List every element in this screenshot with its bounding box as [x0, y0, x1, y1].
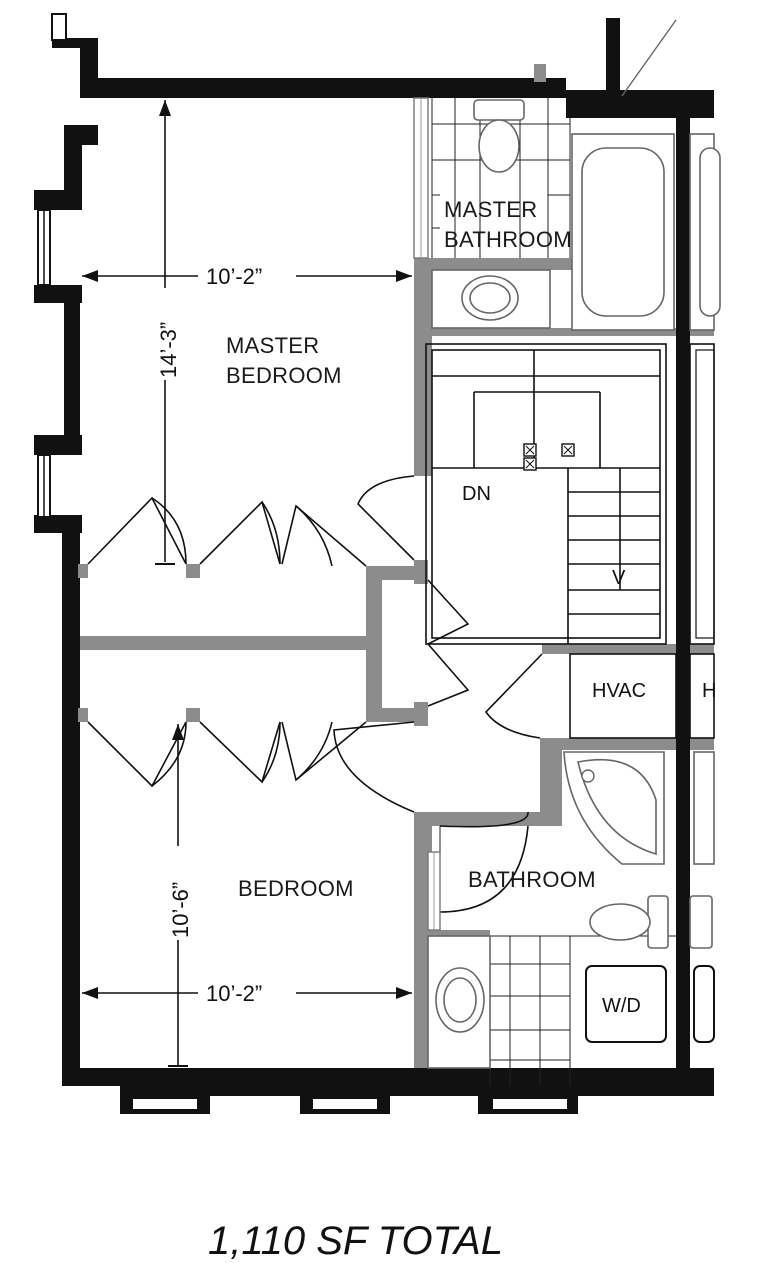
- bedroom-depth-dimension: 10’-6”: [168, 882, 193, 938]
- bedroom-door-swing: [333, 721, 415, 813]
- total-square-footage: 1,110 SF TOTAL: [208, 1219, 503, 1263]
- partitions: [78, 64, 714, 1068]
- stair-arrow: V: [612, 567, 626, 589]
- hvac-partial-label: H: [702, 680, 716, 702]
- exterior-walls: [34, 18, 714, 1114]
- master-bathroom-label-2: BATHROOM: [444, 227, 572, 252]
- master-closet-doors: [87, 496, 367, 567]
- master-bathroom: [413, 97, 721, 331]
- bedroom-label: BEDROOM: [238, 876, 354, 901]
- dimension-lines: [82, 100, 412, 1067]
- washer-dryer-label: W/D: [602, 995, 641, 1017]
- master-depth-dimension: 14’-3”: [156, 322, 181, 378]
- hvac-closet: [569, 653, 715, 739]
- stair-down-label: DN: [462, 483, 491, 505]
- hall-closet-doors: [426, 579, 470, 707]
- bathroom-label: BATHROOM: [468, 867, 596, 892]
- master-door-swing: [357, 475, 415, 561]
- bathroom: [427, 751, 715, 1086]
- master-bedroom-label-2: BEDROOM: [226, 363, 342, 388]
- bedroom-width-dimension: 10’-2”: [206, 981, 262, 1006]
- roof-line: [621, 19, 677, 97]
- stairs: [425, 343, 715, 645]
- master-width-dimension: 10’-2”: [206, 264, 262, 289]
- hvac-door-swing: [484, 653, 543, 739]
- master-bathroom-label-1: MASTER: [444, 197, 537, 222]
- bedroom-closet-doors: [87, 721, 367, 788]
- master-bedroom-label-1: MASTER: [226, 333, 319, 358]
- hvac-label: HVAC: [592, 680, 646, 702]
- windows: [37, 13, 569, 1111]
